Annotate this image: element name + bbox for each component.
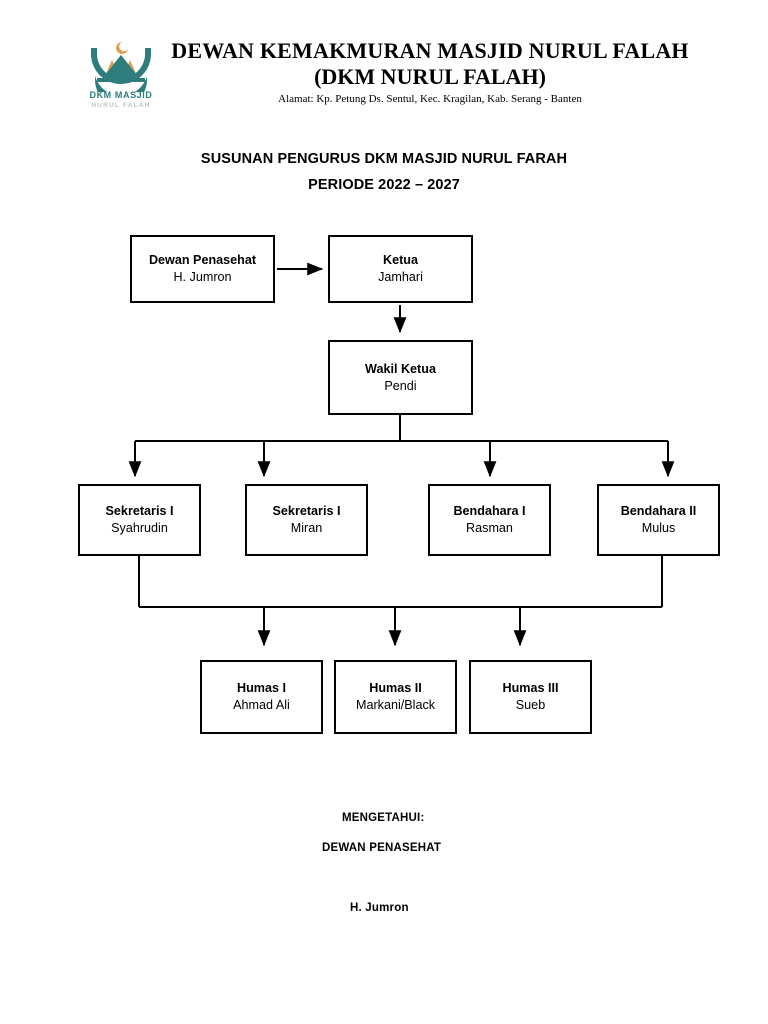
- node-person: Ahmad Ali: [233, 698, 290, 712]
- logo-text-secondary: NURUL FALAH: [91, 102, 151, 109]
- chart-title: SUSUNAN PENGURUS DKM MASJID NURUL FARAH: [200, 151, 568, 167]
- signature-acknowledge: MENGETAHUI:: [342, 812, 425, 824]
- organization-address: Alamat: Kp. Petung Ds. Sentul, Kec. Krag…: [278, 93, 582, 105]
- organization-title-line2: (DKM NURUL FALAH): [314, 64, 546, 89]
- node-person: Mulus: [641, 521, 676, 535]
- node-role: Humas II: [369, 681, 422, 695]
- node-person: Jamhari: [378, 270, 423, 284]
- node-person: Rasman: [466, 521, 513, 535]
- chart-subtitle: PERIODE 2022 – 2027: [308, 177, 460, 193]
- node-bendahara-2[interactable]: Bendahara II Mulus: [597, 484, 720, 556]
- node-role: Dewan Penasehat: [148, 253, 257, 267]
- node-humas-1[interactable]: Humas I Ahmad Ali: [200, 660, 323, 734]
- organization-title-line1: DEWAN KEMAKMURAN MASJID NURUL FALAH: [171, 38, 689, 63]
- node-ketua[interactable]: Ketua Jamhari: [328, 235, 473, 303]
- signature-name: H. Jumron: [350, 902, 409, 914]
- node-person: Pendi: [384, 378, 417, 393]
- document-heading: SUSUNAN PENGURUS DKM MASJID NURUL FARAH …: [0, 146, 768, 198]
- node-role: Bendahara I: [453, 504, 526, 518]
- node-role: Ketua: [383, 253, 418, 267]
- node-role: Sekretaris I: [272, 504, 341, 518]
- node-sekretaris-1[interactable]: Sekretaris I Syahrudin: [78, 484, 201, 556]
- node-humas-2[interactable]: Humas II Markani/Black: [334, 660, 457, 734]
- node-person: Sueb: [515, 698, 546, 712]
- node-humas-3[interactable]: Humas III Sueb: [469, 660, 592, 734]
- signature-block: MENGETAHUI: DEWAN PENASEHAT H. Jumron: [300, 812, 560, 914]
- node-person: Markani/Black: [355, 698, 436, 712]
- node-person: Miran: [290, 521, 323, 535]
- node-role: Humas III: [502, 681, 559, 695]
- node-person: H. Jumron: [173, 270, 232, 284]
- node-role: Wakil Ketua: [365, 361, 436, 376]
- node-role: Humas I: [237, 681, 286, 695]
- node-wakil-ketua[interactable]: Wakil Ketua Pendi: [328, 340, 473, 415]
- signature-role: DEWAN PENASEHAT: [322, 842, 442, 854]
- letterhead: DKM MASJID NURUL FALAH DEWAN KEMAKMURAN …: [0, 38, 768, 124]
- node-dewan-penasehat[interactable]: Dewan Penasehat H. Jumron: [130, 235, 275, 303]
- letterhead-text: DEWAN KEMAKMURAN MASJID NURUL FALAH (DKM…: [150, 38, 710, 107]
- node-person: Syahrudin: [111, 521, 168, 535]
- node-sekretaris-2[interactable]: Sekretaris I Miran: [245, 484, 368, 556]
- node-role: Bendahara II: [620, 504, 697, 518]
- logo-text-primary: DKM MASJID: [89, 90, 153, 100]
- organization-logo: DKM MASJID NURUL FALAH: [82, 40, 160, 122]
- node-bendahara-1[interactable]: Bendahara I Rasman: [428, 484, 551, 556]
- node-role: Sekretaris I: [105, 504, 174, 518]
